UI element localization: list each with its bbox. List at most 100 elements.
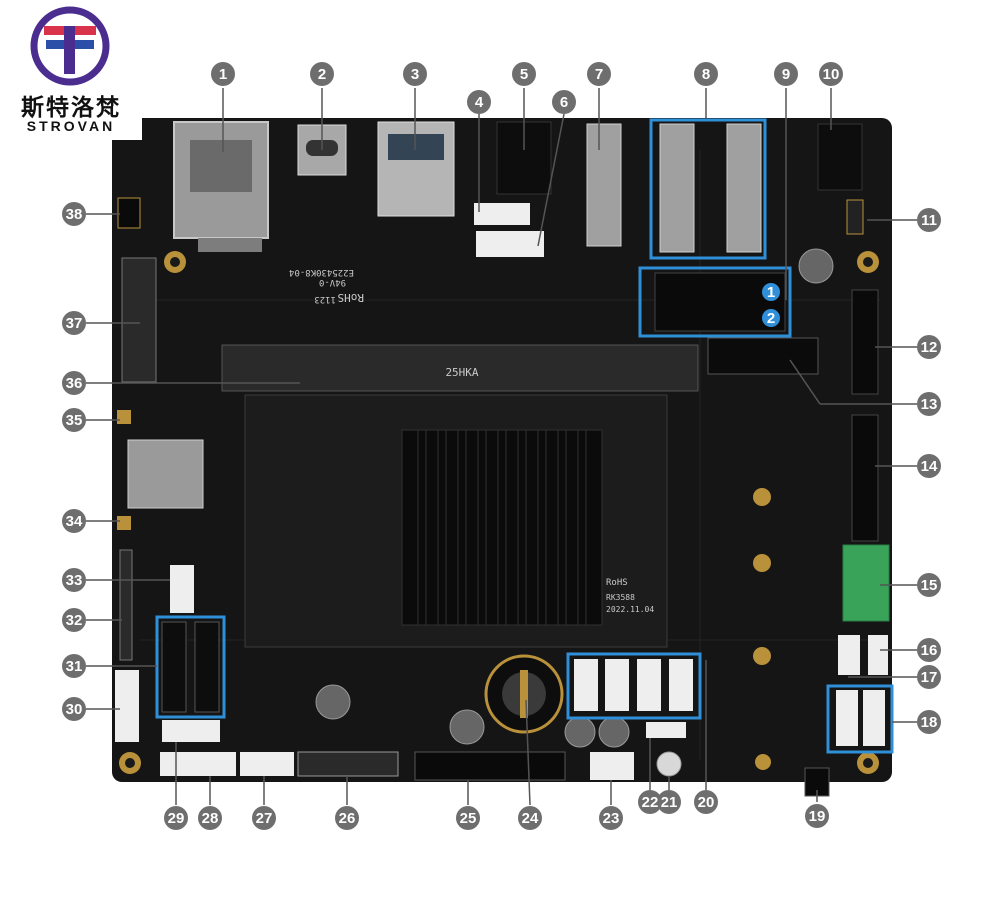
callout-circle-6 <box>552 90 576 114</box>
callout-circle-1 <box>211 62 235 86</box>
capacitor-2 <box>449 709 485 745</box>
callout-label-24: 24 <box>522 810 539 827</box>
callout-label-25: 25 <box>460 810 477 827</box>
callout-circle-4 <box>467 90 491 114</box>
sub-marker-1: 1 <box>767 284 775 301</box>
callout-circle-10 <box>819 62 843 86</box>
callout-circle-21 <box>657 790 681 814</box>
callout-circle-18 <box>917 710 941 734</box>
callout-circle-25 <box>456 806 480 830</box>
callout-circle-26 <box>335 806 359 830</box>
wifi-module <box>127 439 204 509</box>
callout-label-7: 7 <box>595 66 603 83</box>
slot-label: 25HKA <box>445 366 478 379</box>
connector-23 <box>590 752 634 780</box>
callout-circle-15 <box>917 573 941 597</box>
connector-18b <box>863 690 885 746</box>
connector-28 <box>160 752 236 776</box>
pin-header-highlight <box>638 266 792 338</box>
callout-circle-34 <box>62 509 86 533</box>
capacitor-3 <box>564 716 596 748</box>
pcb-ul: 94V-0 <box>319 277 346 287</box>
callout-label-14: 14 <box>921 458 938 475</box>
brand-logo: 斯特洛梵 STROVAN <box>0 0 142 140</box>
brand-name-cn: 斯特洛梵 <box>21 95 121 121</box>
callout-circle-13 <box>917 392 941 416</box>
callout-label-9: 9 <box>782 66 790 83</box>
callout-label-11: 11 <box>921 212 937 229</box>
connector-18-highlight <box>826 684 894 754</box>
callout-label-3: 3 <box>411 66 419 83</box>
led-19 <box>755 754 771 770</box>
callout-label-17: 17 <box>921 669 938 686</box>
module-rohs: RoHS <box>606 578 628 588</box>
callout-circle-28 <box>198 806 222 830</box>
callout-circle-29 <box>164 806 188 830</box>
callout-circle-27 <box>252 806 276 830</box>
callout-circle-2 <box>310 62 334 86</box>
connector-30 <box>115 670 139 742</box>
callout-circle-11 <box>917 208 941 232</box>
callout-label-16: 16 <box>921 642 938 659</box>
callout-label-8: 8 <box>702 66 710 83</box>
callout-circle-7 <box>587 62 611 86</box>
callout-circle-36 <box>62 371 86 395</box>
spdif-header <box>474 203 530 225</box>
connector-17 <box>838 635 860 675</box>
callout-circle-33 <box>62 568 86 592</box>
callout-label-4: 4 <box>475 94 484 111</box>
callout-label-37: 37 <box>66 315 83 332</box>
leader-lines <box>86 88 917 806</box>
callout-label-32: 32 <box>66 612 83 629</box>
callout-label-31: 31 <box>66 658 83 675</box>
fpc-connector-26 <box>297 751 399 777</box>
dc-jack <box>817 123 863 191</box>
callout-circle-8 <box>694 62 718 86</box>
hdmi-tx-port-2 <box>726 123 762 253</box>
capacitor-top <box>798 248 834 284</box>
right-pin-header-12 <box>851 289 879 395</box>
pcb-date: 1123 <box>314 294 336 304</box>
logo-icon <box>30 6 110 86</box>
callout-label-2: 2 <box>318 66 326 83</box>
module-version: 2022.11.04 <box>606 605 654 614</box>
callout-circle-16 <box>917 638 941 662</box>
antenna-connector-35 <box>117 410 131 424</box>
callout-circle-35 <box>62 408 86 432</box>
connector-20-highlight <box>566 652 702 720</box>
sata-port-1 <box>161 621 187 713</box>
callout-label-21: 21 <box>661 794 678 811</box>
fpc-connector-32 <box>119 549 133 661</box>
callout-circle-3 <box>403 62 427 86</box>
callout-label-30: 30 <box>66 701 83 718</box>
buzzer-21 <box>656 751 682 777</box>
callout-circle-31 <box>62 654 86 678</box>
callout-circle-38 <box>62 202 86 226</box>
callout-circle-37 <box>62 311 86 335</box>
sodimm-slot <box>221 344 699 392</box>
green-terminal-block <box>842 544 890 622</box>
callout-label-38: 38 <box>66 206 83 223</box>
callout-label-13: 13 <box>921 396 938 413</box>
connector-18a <box>836 690 858 746</box>
callout-label-34: 34 <box>66 513 83 530</box>
callout-circle-32 <box>62 608 86 632</box>
connector-33 <box>170 565 194 613</box>
hdmi-highlight-box <box>649 118 767 260</box>
connector-22 <box>646 722 686 738</box>
callout-label-36: 36 <box>66 375 83 392</box>
callout-label-22: 22 <box>642 794 659 811</box>
callout-label-18: 18 <box>921 714 938 731</box>
callout-circle-24 <box>518 806 542 830</box>
callout-circle-12 <box>917 335 941 359</box>
sata-port-2 <box>194 621 220 713</box>
callout-circle-17 <box>917 665 941 689</box>
connector-16 <box>868 635 888 675</box>
sub-marker-2: 2 <box>767 310 775 327</box>
hdmi-tx-port-1 <box>659 123 695 253</box>
callout-label-5: 5 <box>520 66 528 83</box>
pcb-rohs: RoHS <box>338 291 365 304</box>
heatsink <box>401 429 603 626</box>
